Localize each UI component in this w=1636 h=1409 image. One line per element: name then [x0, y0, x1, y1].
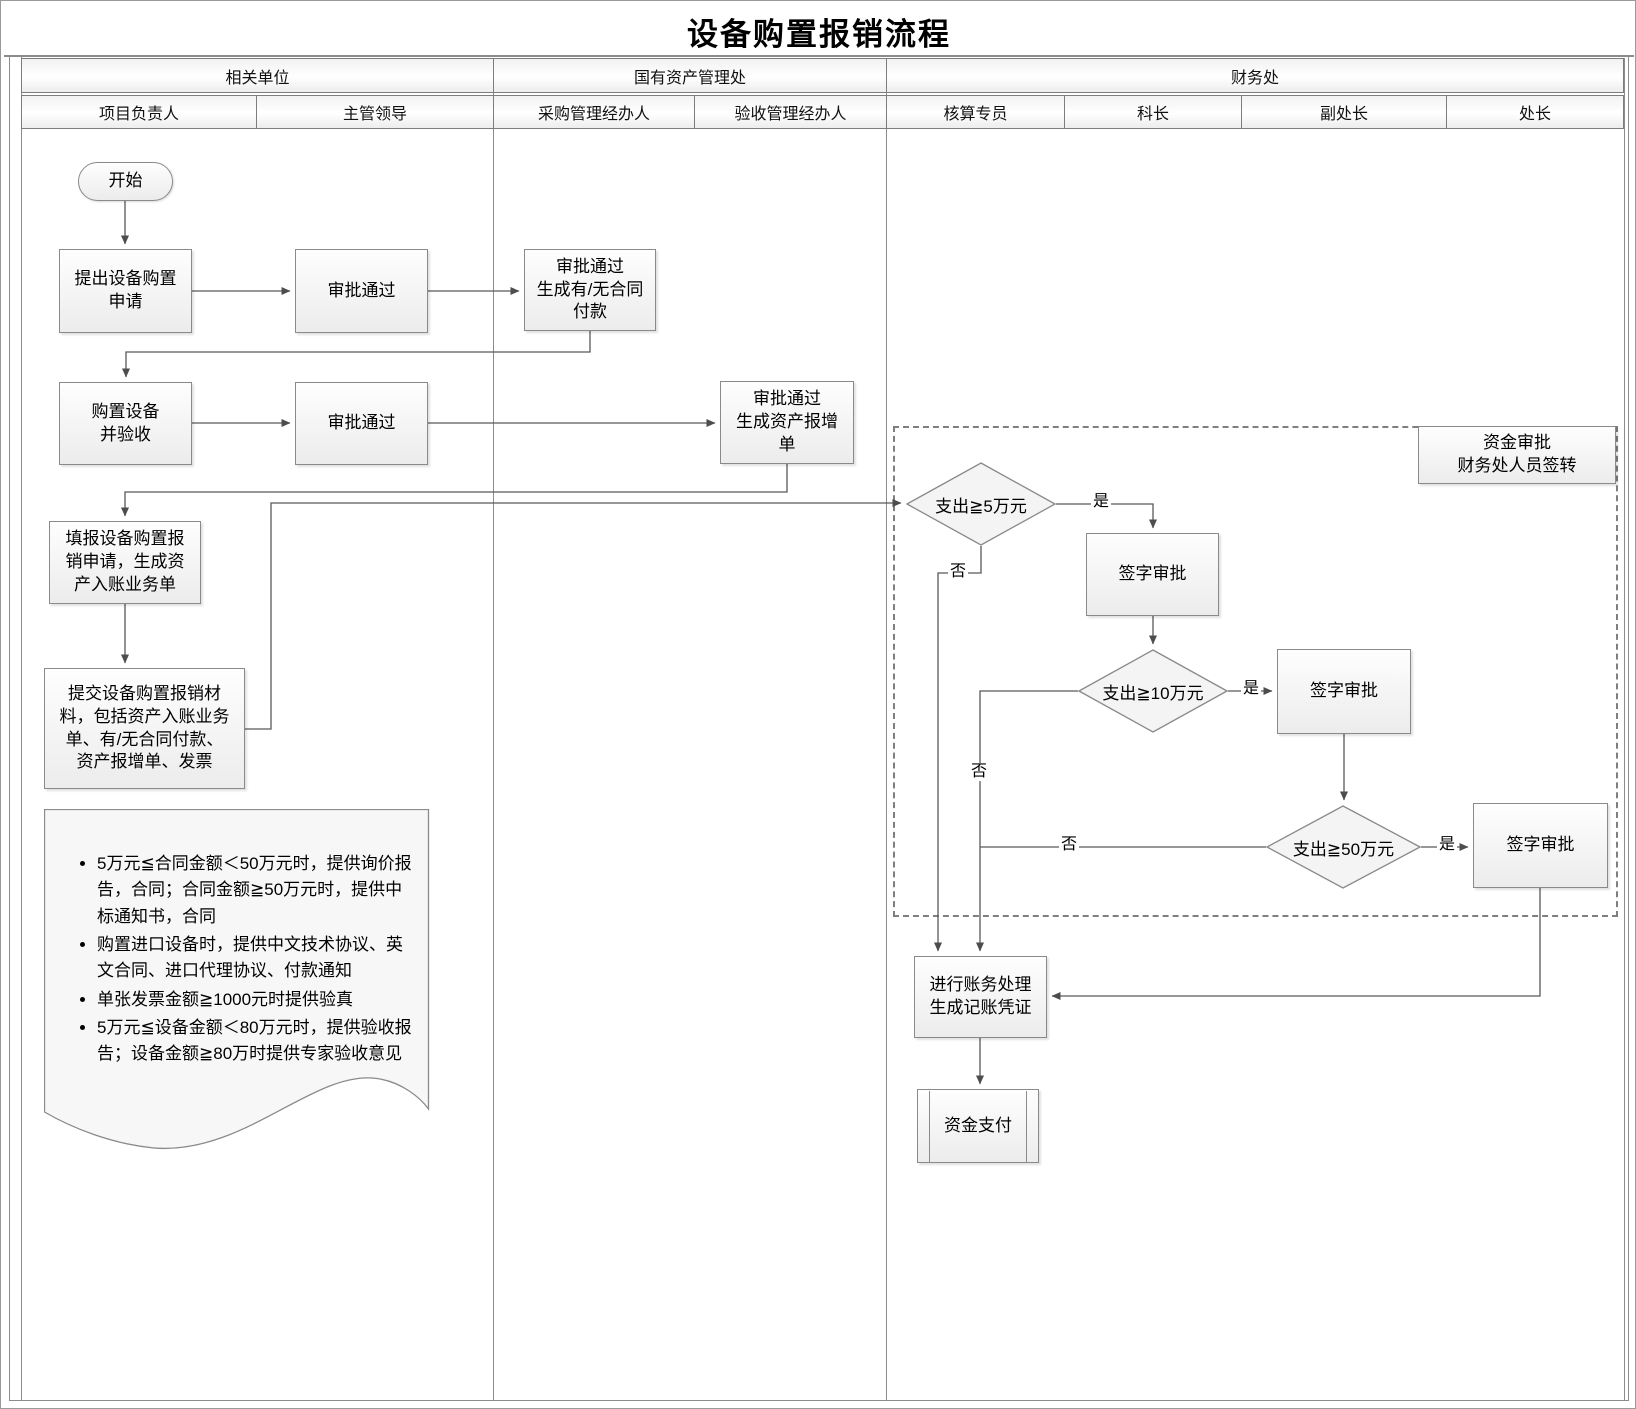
node-approve-2: 审批通过 — [295, 382, 428, 465]
node-fill-reimburse-apply: 填报设备购置报 销申请，生成资 产入账业务单 — [49, 521, 201, 604]
column-header-supervisor: 主管领导 — [256, 95, 494, 129]
column-header-section-chief: 科长 — [1064, 95, 1242, 129]
document-note-item: 单张发票金额≧1000元时提供验真 — [97, 987, 416, 1013]
fund-approval-note: 资金审批 财务处人员签转 — [1418, 426, 1616, 484]
lane-header-finance-office: 财务处 — [886, 58, 1624, 93]
lane-divider-2 — [886, 58, 887, 1401]
lane-divider-1 — [493, 58, 494, 1401]
lane-header-related-units: 相关单位 — [21, 58, 494, 93]
node-purchase-accept: 购置设备 并验收 — [59, 382, 192, 465]
node-generate-asset-form: 审批通过 生成资产报增 单 — [720, 381, 854, 464]
page-title: 设备购置报销流程 — [687, 17, 951, 53]
decision-label: 支出≧5万元 — [935, 496, 1027, 516]
node-generate-contract-payment: 审批通过 生成有/无合同 付款 — [524, 249, 656, 331]
decision-over-5w: 支出≧5万元 — [906, 462, 1056, 546]
column-header-accounting-specialist: 核算专员 — [886, 95, 1065, 129]
diagram-frame — [9, 56, 1629, 1401]
edge-label-yes-2: 是 — [1241, 680, 1262, 698]
document-notes: 5万元≦合同金额＜50万元时，提供询价报告，合同；合同金额≧50万元时，提供中标… — [71, 851, 416, 1070]
edge-label-yes-1: 是 — [1091, 493, 1112, 511]
decision-over-50w: 支出≧50万元 — [1266, 805, 1421, 889]
node-submit-materials: 提交设备购置报销材 料，包括资产入账业务 单、有/无合同付款、 资产报增单、发票 — [44, 668, 245, 789]
decision-label: 支出≧50万元 — [1292, 839, 1395, 859]
column-header-deputy-director: 副处长 — [1241, 95, 1447, 129]
node-sign-approve-chief: 签字审批 — [1086, 533, 1219, 616]
diamond-shape — [906, 462, 1056, 546]
node-accounting-voucher: 进行账务处理 生成记账凭证 — [914, 956, 1047, 1038]
edge-label-no-3: 否 — [1059, 836, 1080, 854]
decision-label: 支出≧10万元 — [1102, 683, 1204, 703]
column-header-acceptance-handler: 验收管理经办人 — [694, 95, 887, 129]
document-note-item: 5万元≦合同金额＜50万元时，提供询价报告，合同；合同金额≧50万元时，提供中标… — [97, 851, 416, 930]
diamond-shape — [1266, 805, 1421, 889]
document-note-item: 购置进口设备时，提供中文技术协议、英文合同、进口代理协议、付款通知 — [97, 932, 416, 985]
column-header-procurement-handler: 采购管理经办人 — [493, 95, 695, 129]
document-note-item: 5万元≦设备金额＜80万元时，提供验收报告；设备金额≧80万时提供专家验收意见 — [97, 1015, 416, 1068]
edge-label-no-1: 否 — [948, 563, 969, 581]
lane-header-asset-office: 国有资产管理处 — [493, 58, 887, 93]
node-label: 资金支付 — [944, 1115, 1012, 1135]
predefined-bar-right — [1026, 1091, 1027, 1163]
edge-label-yes-3: 是 — [1437, 836, 1458, 854]
node-sign-approve-director: 签字审批 — [1473, 803, 1608, 888]
left-gutter-line — [21, 56, 22, 1401]
column-header-project-manager: 项目负责人 — [21, 95, 257, 129]
column-header-director: 处长 — [1446, 95, 1624, 129]
decision-over-10w: 支出≧10万元 — [1078, 649, 1228, 733]
predefined-bar-left — [929, 1091, 930, 1163]
diamond-shape — [1078, 649, 1228, 733]
right-gutter-line — [1624, 58, 1625, 1401]
edge-label-no-2: 否 — [969, 763, 990, 781]
node-approve-1: 审批通过 — [295, 249, 428, 333]
node-propose-purchase: 提出设备购置 申请 — [59, 249, 192, 333]
node-fund-payment: 资金支付 — [917, 1089, 1039, 1163]
start-terminal: 开始 — [78, 162, 173, 201]
node-sign-approve-deputy: 签字审批 — [1277, 649, 1411, 734]
